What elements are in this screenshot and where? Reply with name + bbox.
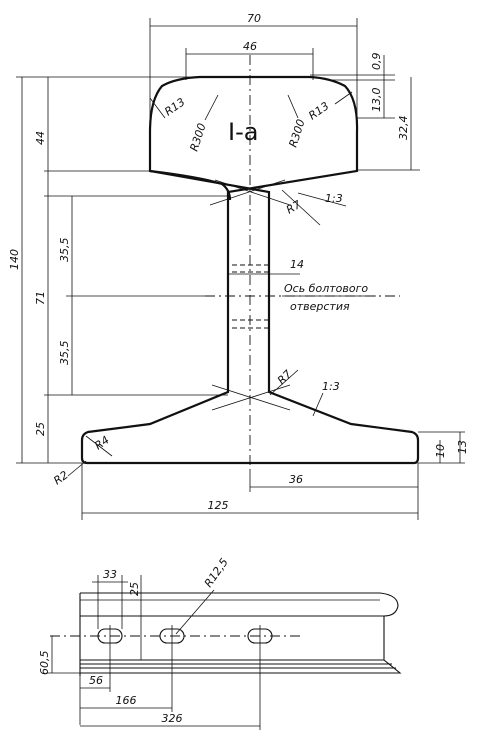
dim-d56: 56 xyxy=(89,674,103,687)
radius-r7-bottom-leader xyxy=(269,369,299,396)
radius-r7-top-leader xyxy=(281,189,321,226)
dim-top-width: 70 xyxy=(247,12,261,25)
dim-head-height-right: 32,4 xyxy=(397,116,410,141)
slope-bottom: 1:3 xyxy=(322,380,340,393)
slope-top-leader xyxy=(297,192,347,207)
dim-base-edge: 10 xyxy=(434,444,447,458)
radius-r13-right: R13 xyxy=(306,99,331,122)
radius-r4-leader xyxy=(85,435,113,457)
neck-construct-top-1 xyxy=(214,179,291,206)
slope-bottom-leader xyxy=(312,392,324,417)
dim-head-top: 0,9 xyxy=(370,53,383,71)
radius-r300-left: R300 xyxy=(187,122,208,153)
side-head-end xyxy=(379,592,399,617)
dim-base-width: 125 xyxy=(208,499,229,512)
dim-base-half: 36 xyxy=(289,473,303,486)
radius-r300-left-leader xyxy=(204,94,219,121)
dim-d166: 166 xyxy=(116,694,137,707)
dim-total-height: 140 xyxy=(8,249,21,270)
radius-r7-top: R7 xyxy=(284,198,303,217)
radius-r125-leader xyxy=(175,589,215,635)
rail-head-neck-left xyxy=(149,169,232,201)
dim-head-height: 44 xyxy=(34,131,47,145)
dim-base-height: 25 xyxy=(34,422,47,436)
neck-construct-top-2 xyxy=(209,179,286,206)
dim-web-half-bottom: 35,5 xyxy=(58,341,71,366)
side-foot-outline xyxy=(80,616,402,674)
dim-d33: 33 xyxy=(103,568,117,581)
dim-head-inner: 46 xyxy=(243,40,257,53)
radius-r2: R2 xyxy=(51,468,70,487)
rail-cross-section: I-a 70 46 0,9 13,0 32,4 140 44 71 xyxy=(8,12,469,520)
radius-r2-leader xyxy=(67,460,87,477)
profile-type-label: I-a xyxy=(228,118,258,146)
dim-base-side: 13 xyxy=(456,440,469,454)
radius-r7-bottom: R7 xyxy=(275,368,295,388)
dim-d605: 60,5 xyxy=(38,651,51,676)
dim-d25: 25 xyxy=(128,582,141,596)
radius-r13-left-leader xyxy=(149,97,166,119)
bolt-axis-note-line2: отверстия xyxy=(290,300,350,313)
radius-r125: R12,5 xyxy=(202,556,231,590)
dim-web-half-top: 35,5 xyxy=(58,238,71,263)
radius-r13-left: R13 xyxy=(162,95,187,118)
rail-profile-outline xyxy=(80,75,420,465)
dim-web-thickness: 14 xyxy=(290,258,304,271)
dim-d326: 326 xyxy=(162,712,183,725)
rail-side-view: 33 25 R12,5 60,5 56 166 326 xyxy=(38,556,402,730)
dim-head-side: 13,0 xyxy=(370,88,383,113)
radius-r300-right: R300 xyxy=(286,118,307,149)
bolt-axis-note-line1: Ось болтового xyxy=(284,282,368,295)
radius-r13-right-leader xyxy=(334,91,353,105)
dim-web-height: 71 xyxy=(34,291,47,305)
radius-r300-right-leader xyxy=(287,94,299,119)
